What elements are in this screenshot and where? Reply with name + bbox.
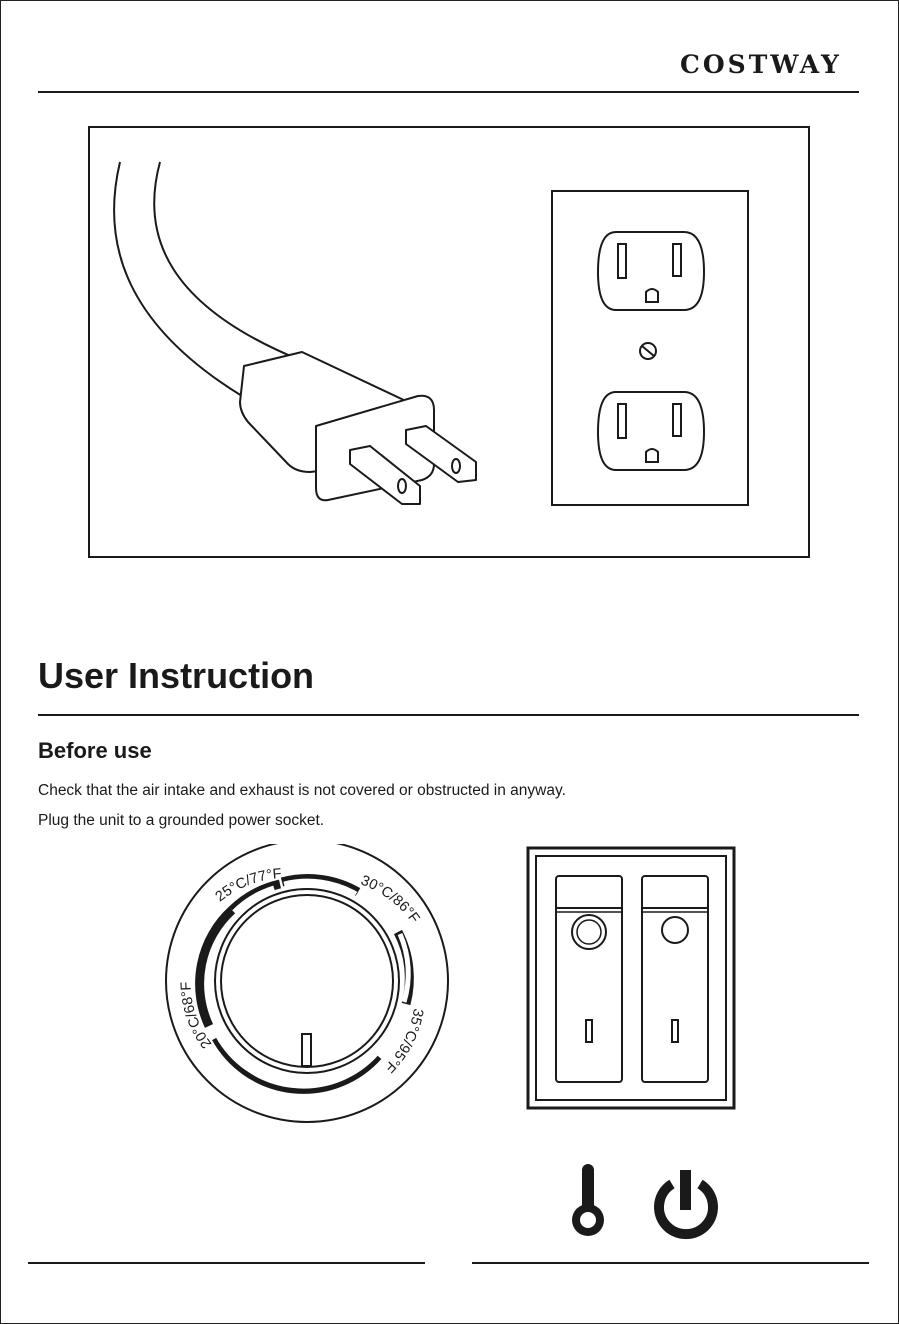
section-title: User Instruction bbox=[38, 652, 314, 700]
instruction-line: Check that the air intake and exhaust is… bbox=[38, 780, 566, 802]
power-cord bbox=[114, 162, 242, 396]
thermostat-dial: 20°C/68°F 25°C/77°F 30°C/86°F 35°C/95°F bbox=[162, 844, 452, 1128]
wall-outlet-plate bbox=[552, 191, 748, 505]
section-rule bbox=[38, 714, 859, 716]
thermostat-rocker-switch bbox=[556, 876, 622, 1082]
brand-logo: COSTWAY bbox=[680, 50, 860, 80]
footer-rule-left bbox=[28, 1262, 425, 1264]
power-rocker-switch bbox=[642, 876, 708, 1082]
subsection-title: Before use bbox=[38, 736, 152, 766]
power-cord-inner bbox=[154, 162, 300, 360]
thermometer-icon bbox=[572, 1164, 604, 1236]
header-rule bbox=[38, 91, 859, 93]
instruction-line: Plug the unit to a grounded power socket… bbox=[38, 810, 324, 832]
dial-pointer bbox=[302, 1034, 311, 1066]
power-icon bbox=[659, 1170, 713, 1234]
plug-outlet-illustration bbox=[88, 126, 810, 558]
switch-icons bbox=[566, 1162, 726, 1242]
switch-panel bbox=[526, 846, 736, 1112]
footer-rule-right bbox=[472, 1262, 869, 1264]
